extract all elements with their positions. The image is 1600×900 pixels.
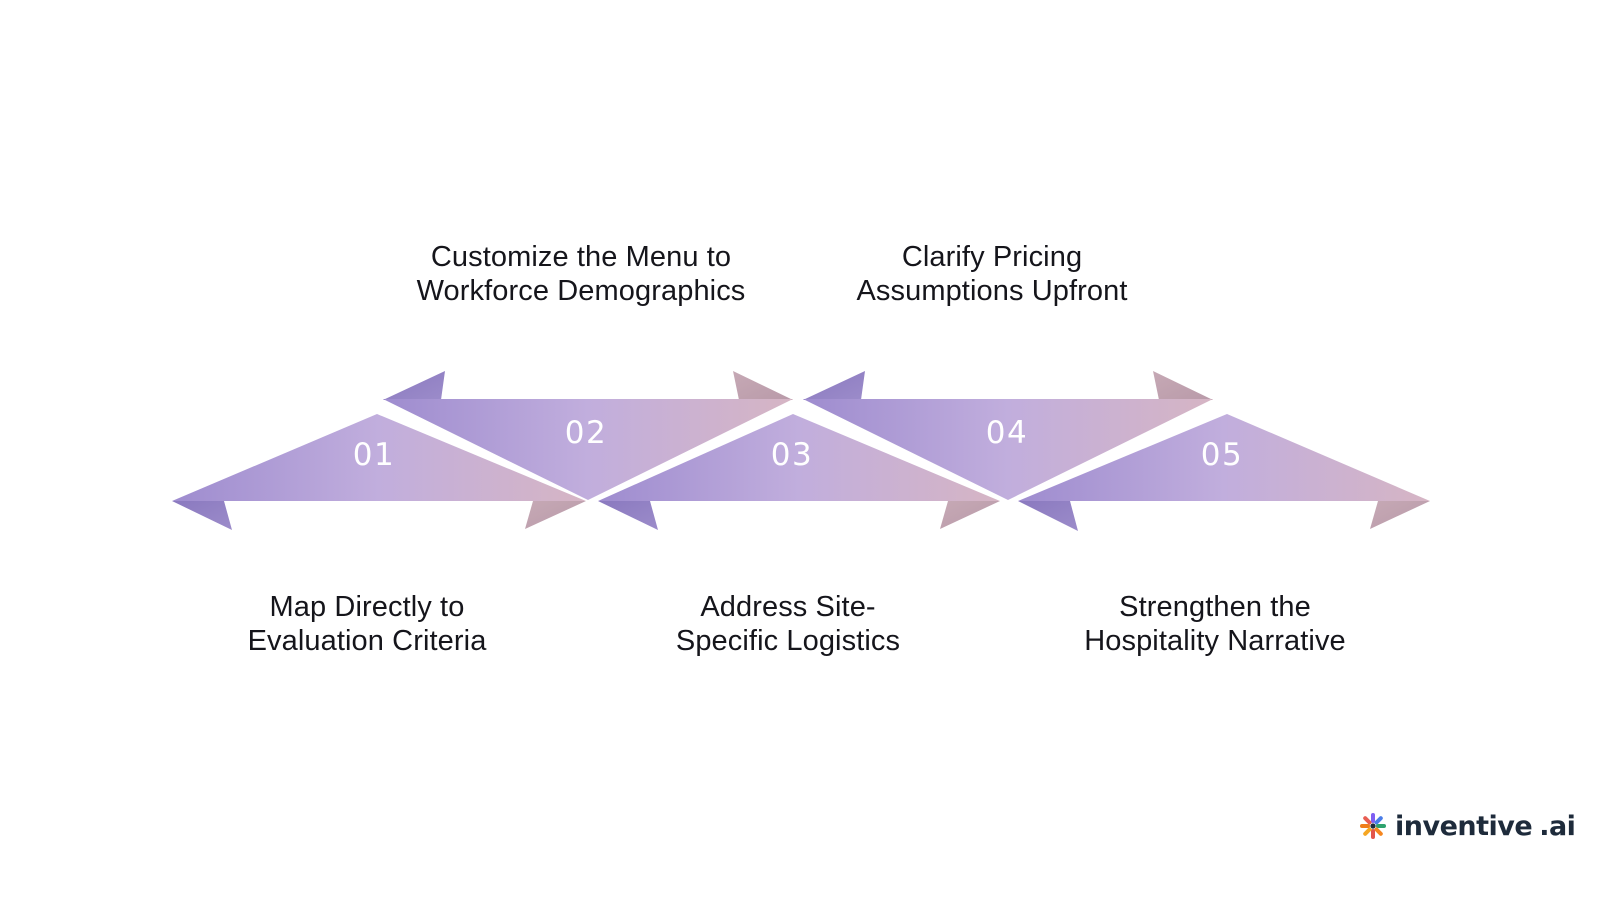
step-03-fold-left (598, 501, 658, 530)
step-05-triangle (1018, 414, 1430, 501)
step-02-fold-left (383, 371, 445, 400)
brand-wordmark: inventive (1395, 810, 1533, 842)
step-label-02-line1: Customize the Menu to (430, 241, 732, 273)
starburst-icon (1360, 813, 1386, 839)
step-number-03: 03 (770, 437, 814, 473)
step-01-triangle (172, 414, 586, 501)
step-04-fold-left (803, 371, 865, 400)
step-label-05: Strengthen the Hospitality Narrative (1000, 590, 1430, 658)
brand-logo: inventive .ai (1358, 810, 1576, 842)
step-label-01-line1: Map Directly to (269, 591, 465, 623)
step-number-02: 02 (564, 415, 608, 451)
step-03-fold-right (940, 501, 1000, 529)
step-label-04: Clarify Pricing Assumptions Upfront (777, 240, 1207, 308)
step-03-triangle (598, 414, 1000, 501)
step-04-triangle (803, 399, 1213, 500)
step-label-01: Map Directly to Evaluation Criteria (152, 590, 582, 658)
step-label-02-line2: Workforce Demographics (416, 275, 746, 307)
step-01-fold-right (525, 501, 586, 529)
step-05-fold-right (1370, 501, 1430, 529)
brand-wordmark-suffix: .ai (1539, 810, 1576, 842)
step-04-fold-right (1153, 371, 1213, 400)
step-number-01: 01 (352, 437, 396, 473)
step-label-01-line2: Evaluation Criteria (247, 625, 487, 657)
step-01-fold-left (172, 501, 232, 530)
step-number-04: 04 (985, 415, 1029, 451)
step-label-03-line2: Specific Logistics (675, 625, 901, 657)
step-label-02: Customize the Menu to Workforce Demograp… (366, 240, 796, 308)
step-05-fold-left (1018, 501, 1078, 531)
step-label-04-line1: Clarify Pricing (901, 241, 1083, 273)
step-label-03: Address Site- Specific Logistics (573, 590, 1003, 658)
step-number-05: 05 (1200, 437, 1244, 473)
step-label-05-line1: Strengthen the (1119, 591, 1311, 623)
step-02-triangle (383, 399, 793, 500)
step-label-05-line2: Hospitality Narrative (1084, 625, 1346, 657)
step-02-fold-right (733, 371, 793, 400)
step-label-04-line2: Assumptions Upfront (856, 275, 1128, 307)
starburst-center-dot (1370, 823, 1376, 829)
step-label-03-line1: Address Site- (700, 591, 876, 623)
